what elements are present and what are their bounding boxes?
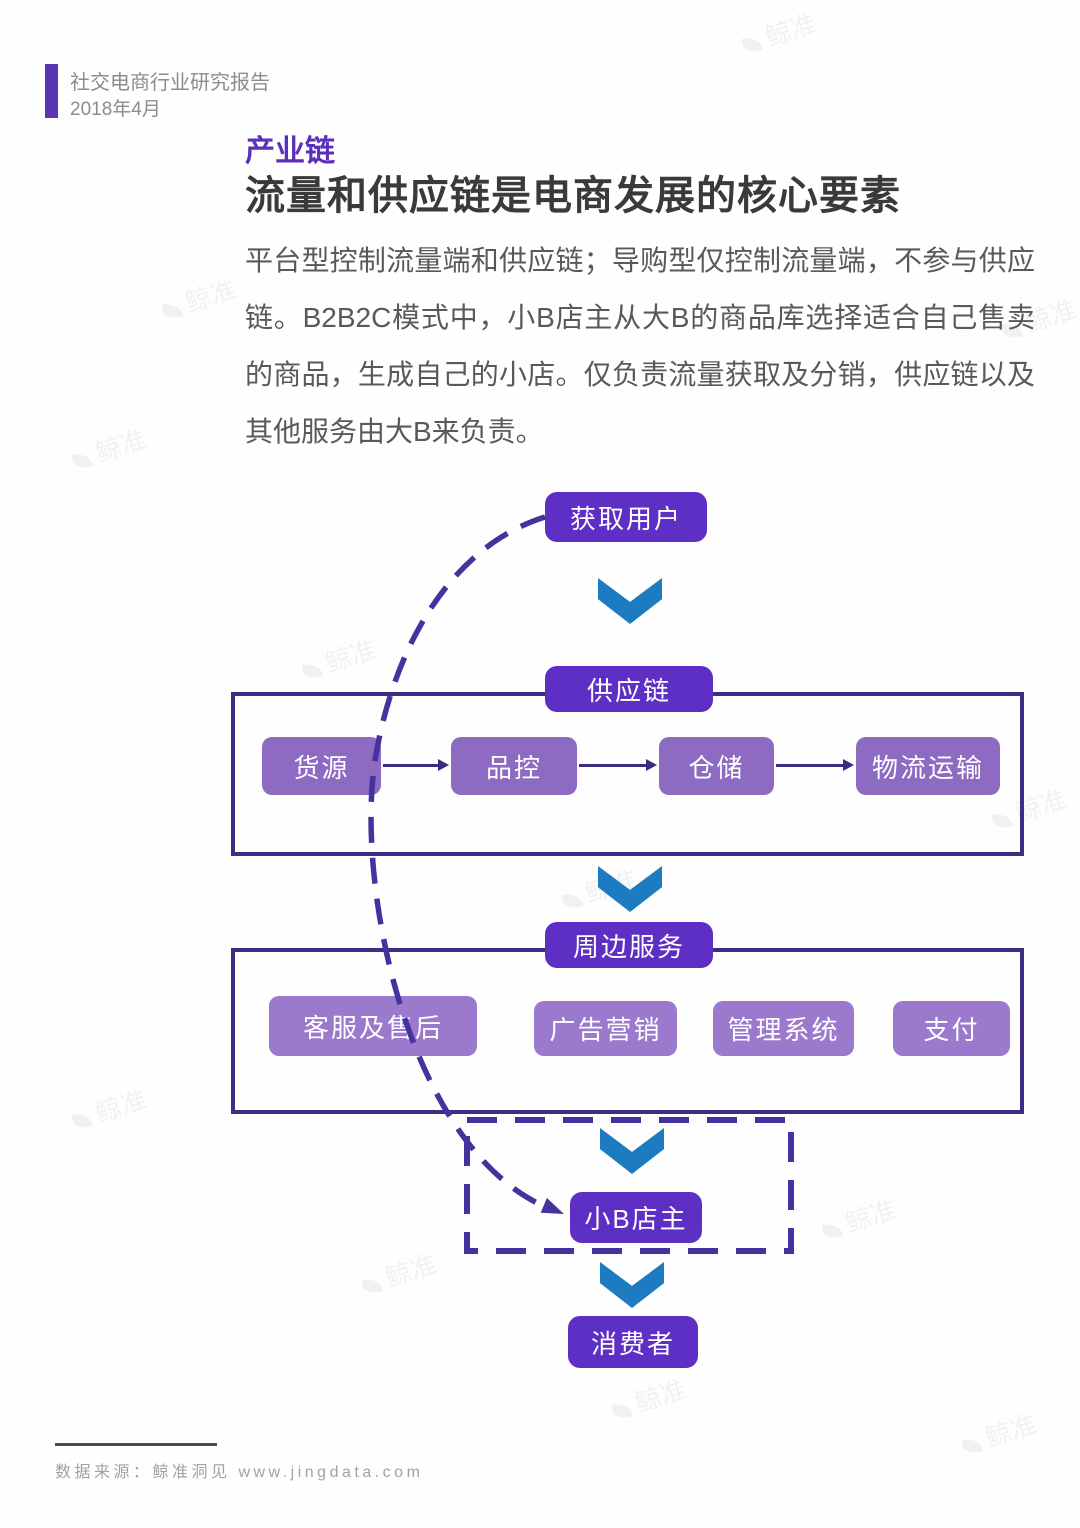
intro-paragraph: 平台型控制流量端和供应链；导购型仅控制流量端，不参与供应链。B2B2C模式中，小… <box>245 245 1035 447</box>
down-chevron-icon <box>600 1128 664 1174</box>
jingzhun-watermark: 鲸准 <box>296 629 381 688</box>
jingzhun-watermark: 鲸准 <box>356 1244 441 1303</box>
jingzhun-watermark: 鲸准 <box>606 1369 691 1428</box>
data-source: 数据来源：鲸准洞见 www.jingdata.com <box>55 1464 424 1481</box>
node-peripheral-services: 周边服务 <box>545 922 713 968</box>
page-title: 流量和供应链是电商发展的核心要素 <box>245 174 901 218</box>
down-chevron-icon <box>598 578 662 624</box>
node-management-system: 管理系统 <box>713 1001 854 1056</box>
section-kicker: 产业链 <box>245 135 335 168</box>
jingzhun-watermark: 鲸准 <box>66 419 151 478</box>
jingzhun-watermark: 鲸准 <box>736 3 821 62</box>
jingzhun-watermark: 鲸准 <box>66 1079 151 1138</box>
arrow-source-to-qc <box>383 759 449 771</box>
arrow-warehouse-to-logistics <box>776 759 854 771</box>
node-supply-source: 货源 <box>262 737 381 795</box>
node-ad-marketing: 广告营销 <box>534 1001 677 1056</box>
dashed-curve-arrowhead-icon <box>540 1198 564 1214</box>
jingzhun-watermark: 鲸准 <box>956 1404 1041 1463</box>
arrow-qc-to-warehouse <box>579 759 657 771</box>
jingzhun-watermark: 鲸准 <box>816 1189 901 1248</box>
node-warehousing: 仓储 <box>659 737 774 795</box>
node-payment: 支付 <box>893 1001 1010 1056</box>
node-customer-service: 客服及售后 <box>269 996 477 1056</box>
node-logistics: 物流运输 <box>856 737 1000 795</box>
jingzhun-watermark: 鲸准 <box>156 269 241 328</box>
source-divider <box>55 1443 217 1446</box>
node-small-b-shopkeeper: 小B店主 <box>570 1192 702 1243</box>
node-acquire-users: 获取用户 <box>545 492 707 542</box>
node-supply-chain: 供应链 <box>545 666 713 712</box>
header-accent-bar <box>45 64 58 118</box>
node-quality-control: 品控 <box>451 737 577 795</box>
report-date: 2018年4月 <box>70 99 161 120</box>
node-consumer: 消费者 <box>568 1316 698 1368</box>
report-title: 社交电商行业研究报告 <box>70 72 270 94</box>
down-chevron-icon <box>600 1262 664 1308</box>
